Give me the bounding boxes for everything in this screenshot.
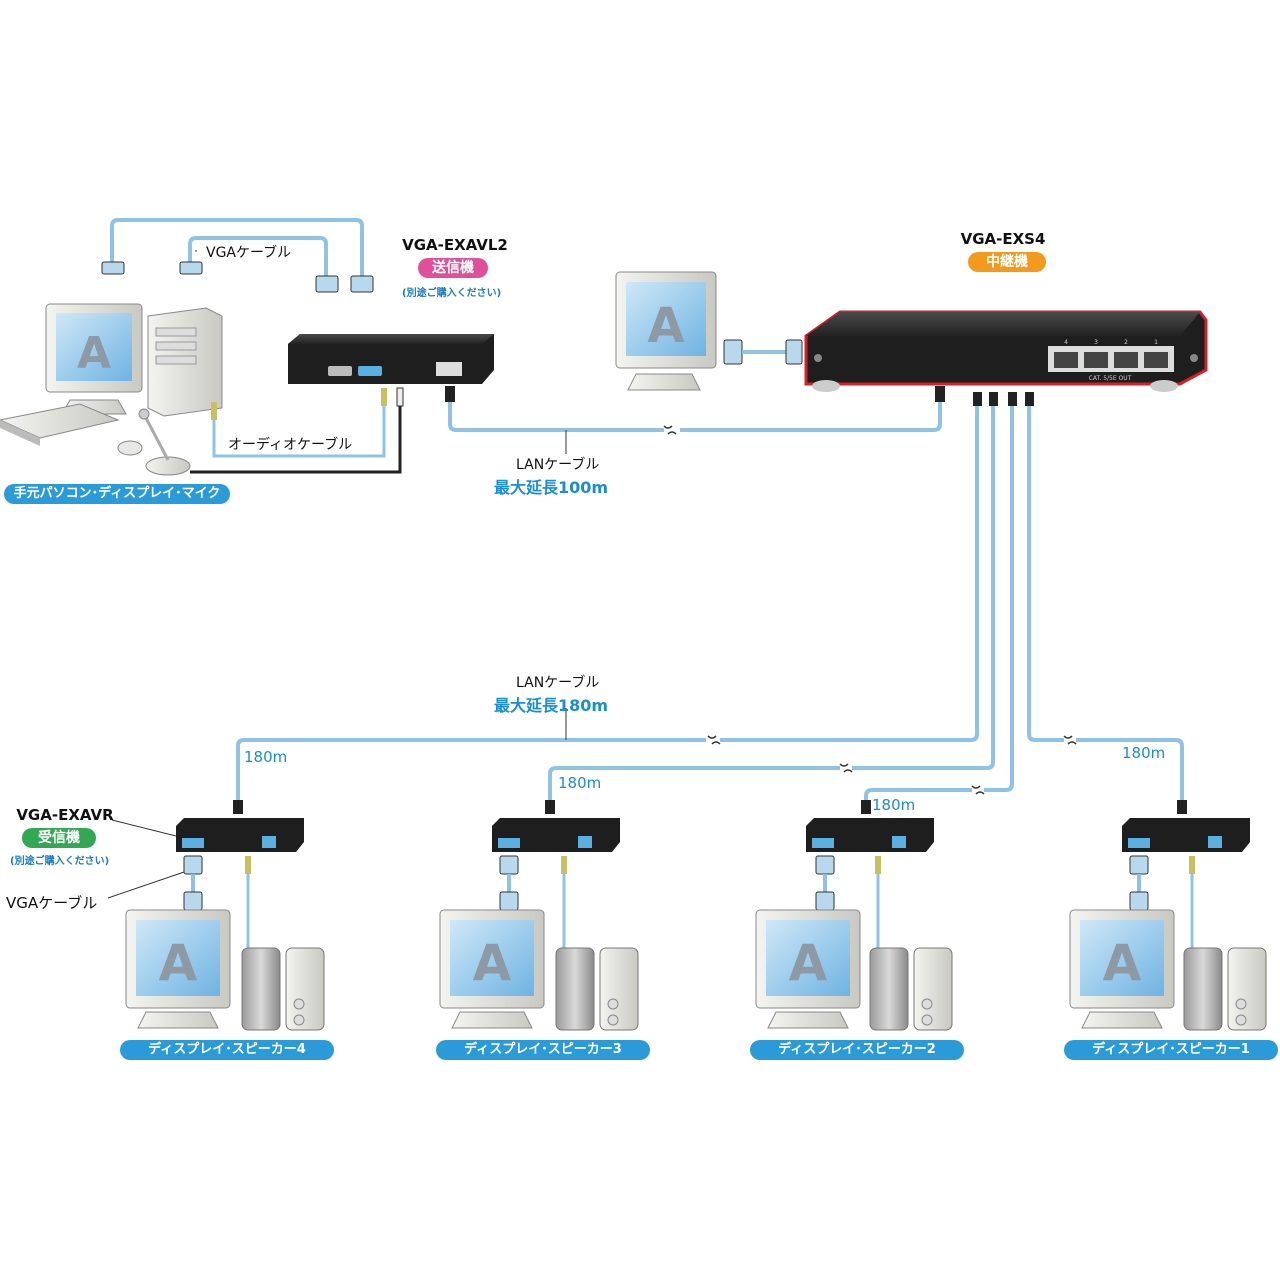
audio-plugs <box>211 387 404 420</box>
transmitter-note: (別途ご購入ください) <box>402 288 502 299</box>
repeater-lan-plugs <box>973 392 1034 406</box>
distance-label-station-2: 180m <box>872 796 916 814</box>
audio-cable <box>190 404 402 474</box>
microphone <box>138 408 191 476</box>
distance-label-station-1: 180m <box>1122 744 1166 762</box>
station-3-monitor-letter: A <box>473 934 512 992</box>
lan-plug <box>445 386 455 402</box>
mouse <box>117 440 143 456</box>
distance-label-station-4: 180m <box>244 748 288 766</box>
receiver-model: VGA-EXAVR <box>16 806 114 824</box>
lan-cable-100m <box>448 400 942 432</box>
repeater-port-number-4: 4 <box>1064 339 1068 346</box>
receiver-note: (別途ご購入ください) <box>10 856 110 867</box>
station-2 <box>755 800 953 1031</box>
cable-break-mark <box>663 425 677 435</box>
station-2-monitor-letter: A <box>789 934 828 992</box>
keyboard <box>0 403 120 446</box>
station-3 <box>439 800 639 1031</box>
distance-label-station-3: 180m <box>558 774 602 792</box>
lan-cable-label-1: LANケーブル <box>516 457 600 473</box>
station-label-4: ディスプレイ･スピーカー4 <box>120 1040 334 1060</box>
station-4-monitor-letter: A <box>159 934 198 992</box>
local-station-label: 手元パソコン･ディスプレイ･マイク <box>4 484 230 504</box>
repeater-port-label: CAT. 5/5E OUT <box>1089 375 1132 382</box>
lan-cable-label-2: LANケーブル <box>516 675 600 691</box>
transmitter-device <box>288 334 494 384</box>
vga-connectors-top <box>101 261 374 293</box>
station-label-1: ディスプレイ･スピーカー1 <box>1064 1040 1278 1060</box>
repeater-role-badge: 中継機 <box>968 252 1046 272</box>
repeater-port-number-1: 1 <box>1154 339 1158 346</box>
repeater-monitor <box>615 271 717 391</box>
cable-break-marks <box>707 735 1077 795</box>
repeater-port-number-2: 2 <box>1124 339 1128 346</box>
local-monitor-letter: A <box>77 328 111 379</box>
vga-cable-top <box>110 218 364 276</box>
lan-max-length-180m: 最大延長180m <box>494 696 609 715</box>
local-pc-tower <box>147 307 223 417</box>
lan-plug <box>935 386 945 402</box>
transmitter-model: VGA-EXAVL2 <box>402 236 508 254</box>
repeater-monitor-letter: A <box>647 298 684 354</box>
lan-cables-180m <box>236 406 1184 802</box>
station-label-2: ディスプレイ･スピーカー2 <box>750 1040 964 1060</box>
station-1 <box>1069 800 1267 1031</box>
transmitter-role-badge: 送信機 <box>418 258 488 278</box>
receiver-role-badge: 受信機 <box>22 828 96 848</box>
repeater-device <box>804 310 1208 392</box>
audio-cable-label: オーディオケーブル <box>228 437 353 453</box>
station-4 <box>125 800 325 1031</box>
vga-cable-repeater <box>723 339 803 365</box>
receiver-leader-line <box>111 819 177 837</box>
lan-max-length-100m: 最大延長100m <box>494 478 609 497</box>
station-label-3: ディスプレイ･スピーカー3 <box>436 1040 650 1060</box>
station-1-monitor-letter: A <box>1103 934 1142 992</box>
repeater-model: VGA-EXS4 <box>960 230 1046 248</box>
repeater-port-number-3: 3 <box>1094 339 1098 346</box>
local-monitor <box>45 303 143 415</box>
vga-cable-bottom-label: VGAケーブル <box>6 894 98 912</box>
vga-cable-top-label: VGAケーブル <box>206 245 292 261</box>
vga-cable-leader-line <box>107 871 185 899</box>
